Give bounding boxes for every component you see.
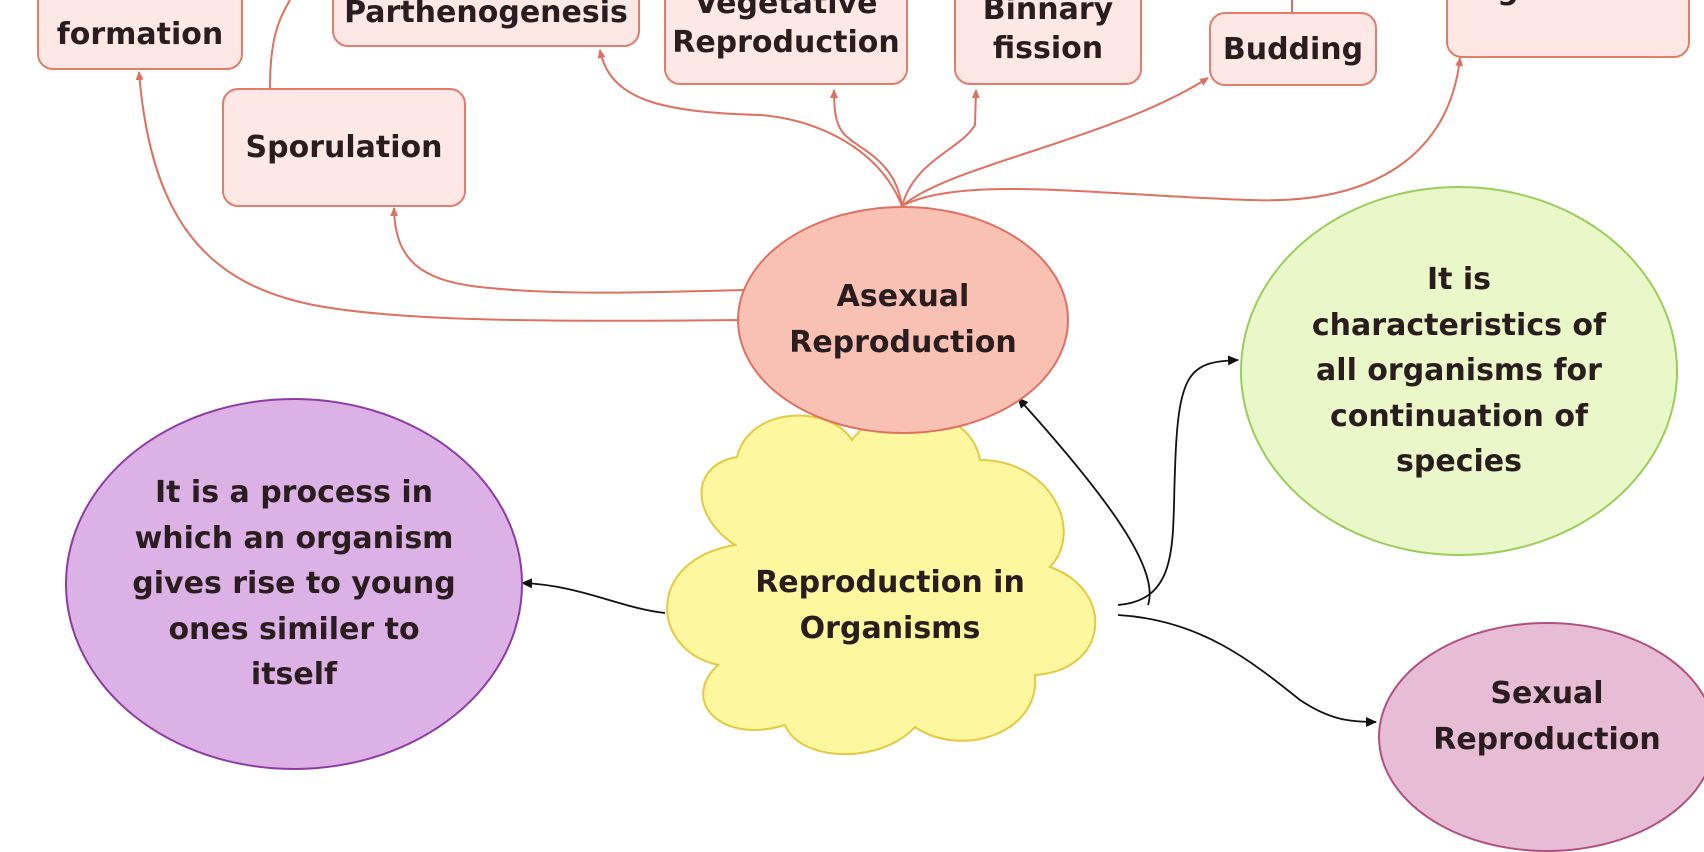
connector-to-sporulation	[390, 207, 746, 294]
sexual-reproduction-node: Sexual Reproduction	[1378, 622, 1704, 852]
connector-to-definition	[521, 578, 666, 614]
connector-to-vegetative	[830, 89, 903, 207]
budding-label: Budding	[1222, 31, 1364, 67]
sporulation-label: Sporulation	[245, 130, 443, 165]
connector-to-asexual	[1017, 397, 1151, 606]
connector-to-formation	[135, 71, 746, 322]
connector-to-parthenogenesis	[597, 49, 903, 207]
binary-fission-box: Binnary fission	[954, 0, 1142, 85]
connector-to-binary-fission	[901, 89, 980, 207]
characteristic-text: It is characteristics of all organisms f…	[1311, 262, 1607, 480]
budding-box: Budding	[1209, 12, 1377, 86]
connector-parthenogenesis-stub	[269, 0, 291, 89]
characteristic-node: It is characteristics of all organisms f…	[1240, 186, 1678, 556]
formation-label: formation	[56, 16, 224, 52]
regeneration-box: Regeneration	[1446, 0, 1690, 58]
parthenogenesis-box: Parthenogenesis	[332, 0, 640, 47]
connector-layer	[135, 0, 1464, 756]
reproduction-concept-map: formation Sporulation Parthenogenesis Ve…	[37, 0, 1704, 852]
connector-to-sexual	[1117, 614, 1377, 727]
connector-to-budding	[901, 77, 1209, 207]
vegetative-reproduction-box: Vegetative Reproduction	[664, 0, 908, 85]
parthenogenesis-label: Parthenogenesis	[344, 0, 628, 30]
regeneration-label: Regeneration	[1454, 0, 1683, 9]
formation-box: formation	[37, 0, 243, 70]
cloud-shape	[666, 410, 1097, 756]
definition-node: It is a process in which an organism giv…	[65, 398, 523, 770]
binary-fission-label: Binnary fission	[982, 0, 1114, 66]
center-topic: Reproduction in Organisms	[755, 565, 1025, 646]
connector-to-regeneration	[901, 57, 1464, 207]
definition-text: It is a process in which an organism giv…	[132, 475, 456, 693]
vegetative-reproduction-label: Vegetative Reproduction	[672, 0, 900, 60]
asexual-reproduction-node: Asexual Reproduction	[737, 206, 1069, 434]
asexual-reproduction-label: Asexual Reproduction	[789, 279, 1017, 360]
sexual-reproduction-label: Sexual Reproduction	[1433, 676, 1661, 757]
connector-to-characteristic	[1117, 355, 1239, 606]
sporulation-box: Sporulation	[222, 88, 466, 207]
